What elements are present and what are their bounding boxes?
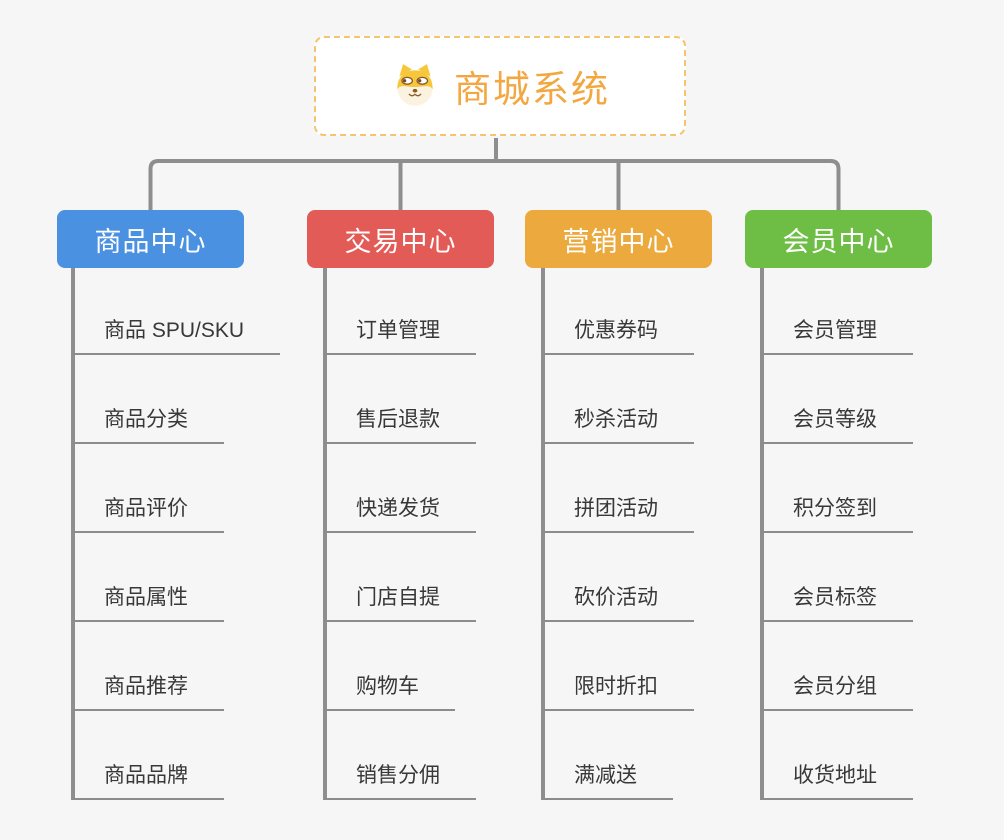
leaf-node[interactable]: 商品属性 xyxy=(72,584,224,622)
leaf-node[interactable]: 优惠券码 xyxy=(542,317,694,355)
leaf-node[interactable]: 销售分佣 xyxy=(324,762,476,800)
leaf-node[interactable]: 限时折扣 xyxy=(542,673,694,711)
root-node-label: 商城系统 xyxy=(454,69,610,110)
leaf-node[interactable]: 售后退款 xyxy=(324,406,476,444)
leaf-node[interactable]: 订单管理 xyxy=(324,317,476,355)
branch-node-trade-center[interactable]: 交易中心 xyxy=(307,210,494,268)
leaf-node[interactable]: 会员等级 xyxy=(761,406,913,444)
leaf-node[interactable]: 商品分类 xyxy=(72,406,224,444)
leaf-node[interactable]: 会员标签 xyxy=(761,584,913,622)
leaf-node[interactable]: 商品评价 xyxy=(72,495,224,533)
leaf-node[interactable]: 收货地址 xyxy=(761,762,913,800)
leaf-node[interactable]: 快递发货 xyxy=(324,495,476,533)
leaf-node[interactable]: 会员管理 xyxy=(761,317,913,355)
leaf-node[interactable]: 商品品牌 xyxy=(72,762,224,800)
branch-node-marketing-center[interactable]: 营销中心 xyxy=(525,210,712,268)
dog-face-icon xyxy=(397,64,433,106)
leaf-node[interactable]: 秒杀活动 xyxy=(542,406,694,444)
leaf-node[interactable]: 购物车 xyxy=(324,673,455,711)
leaf-node[interactable]: 门店自提 xyxy=(324,584,476,622)
leaf-node[interactable]: 商品推荐 xyxy=(72,673,224,711)
leaf-node[interactable]: 满减送 xyxy=(542,762,673,800)
leaf-node[interactable]: 商品 SPU/SKU xyxy=(72,317,281,355)
leaf-node[interactable]: 会员分组 xyxy=(761,673,913,711)
branch-node-member-center[interactable]: 会员中心 xyxy=(745,210,932,268)
leaf-node[interactable]: 拼团活动 xyxy=(542,495,694,533)
leaf-node[interactable]: 砍价活动 xyxy=(542,584,694,622)
branch-node-product-center[interactable]: 商品中心 xyxy=(57,210,244,268)
root-node-mall-system[interactable]: 商城系统 xyxy=(314,36,686,136)
leaf-node[interactable]: 积分签到 xyxy=(761,495,913,533)
